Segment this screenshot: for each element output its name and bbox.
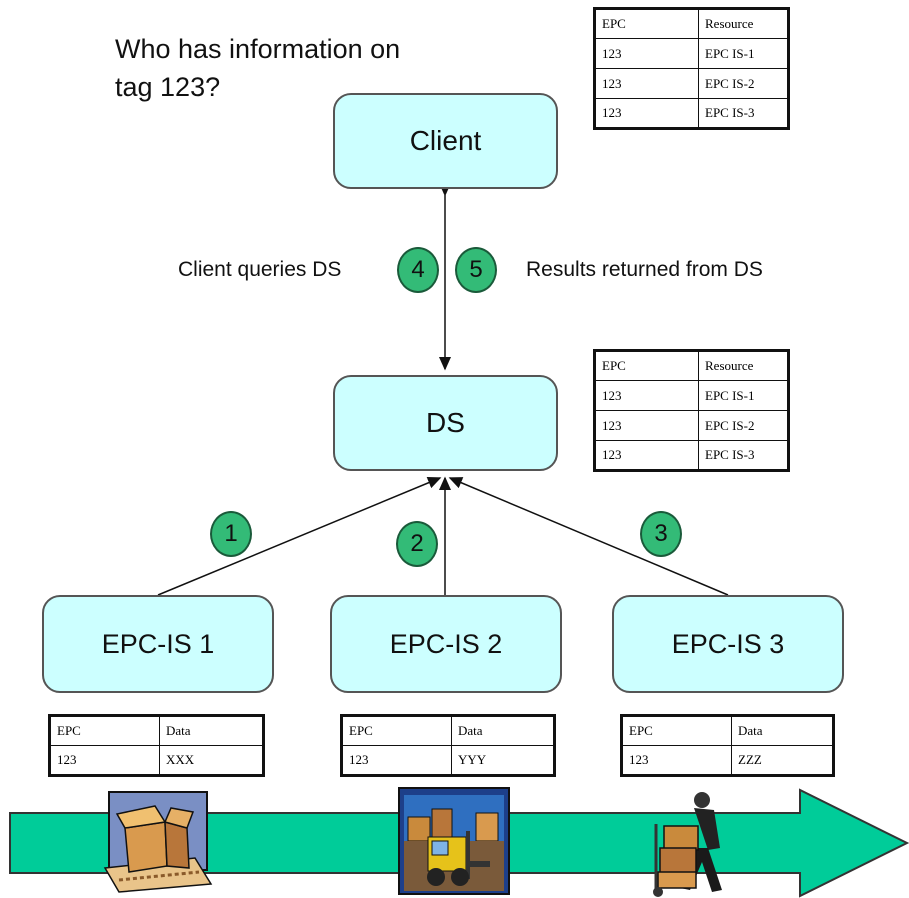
table-row: 123 EPC IS-1: [594, 380, 789, 411]
epc-is-1-node: EPC-IS 1: [42, 595, 274, 693]
table-header-cell: Data: [731, 715, 834, 746]
delivery-worker-icon: [653, 792, 722, 897]
table-row: 123 XXX: [49, 745, 264, 776]
table-header-cell: EPC: [594, 8, 699, 39]
table-header-row: EPC Resource: [594, 8, 789, 39]
table-row: 123 EPC IS-3: [594, 98, 789, 129]
step-5-badge: 5: [455, 247, 497, 293]
table-header-row: EPC Data: [49, 715, 264, 746]
epc3-ds-connector: [448, 477, 729, 596]
table-header-cell: EPC: [49, 715, 160, 746]
table-cell: EPC IS-3: [698, 98, 789, 129]
results-returned-label: Results returned from DS: [526, 258, 763, 281]
epc-is-3-node: EPC-IS 3: [612, 595, 844, 693]
table-header-cell: EPC: [594, 350, 699, 381]
step-1-badge: 1: [210, 511, 252, 557]
table-cell: ZZZ: [731, 745, 834, 776]
table-cell: 123: [594, 440, 699, 471]
table-cell: XXX: [159, 745, 264, 776]
ds-resource-table: EPC Resource 123 EPC IS-1 123 EPC IS-2 1…: [593, 349, 790, 472]
table-cell: YYY: [451, 745, 555, 776]
table-row: 123 ZZZ: [621, 745, 834, 776]
table-header-cell: Data: [159, 715, 264, 746]
table-cell: EPC IS-3: [698, 440, 789, 471]
ds-node: DS: [333, 375, 558, 471]
step-3-badge: 3: [640, 511, 682, 557]
table-header-row: EPC Data: [621, 715, 834, 746]
table-cell: 123: [621, 745, 732, 776]
epc-is-3-data-table: EPC Data 123 ZZZ: [620, 714, 835, 777]
epc-is-2-node: EPC-IS 2: [330, 595, 562, 693]
table-header-cell: Resource: [698, 350, 789, 381]
table-cell: 123: [341, 745, 452, 776]
table-cell: 123: [594, 380, 699, 411]
epc-is-2-data-table: EPC Data 123 YYY: [340, 714, 556, 777]
table-cell: 123: [594, 98, 699, 129]
table-row: 123 EPC IS-3: [594, 440, 789, 471]
table-cell: 123: [594, 38, 699, 69]
table-row: 123 EPC IS-2: [594, 410, 789, 441]
table-cell: 123: [49, 745, 160, 776]
package-icon: [103, 791, 213, 893]
step-4-badge: 4: [397, 247, 439, 293]
table-cell: EPC IS-1: [698, 380, 789, 411]
table-cell: EPC IS-2: [698, 68, 789, 99]
table-cell: EPC IS-2: [698, 410, 789, 441]
table-row: 123 YYY: [341, 745, 555, 776]
table-cell: 123: [594, 68, 699, 99]
table-header-cell: EPC: [621, 715, 732, 746]
forklift-warehouse-icon: [398, 787, 510, 895]
table-cell: 123: [594, 410, 699, 441]
client-queries-label: Client queries DS: [178, 258, 342, 281]
table-row: 123 EPC IS-1: [594, 38, 789, 69]
table-header-cell: Resource: [698, 8, 789, 39]
table-header-row: EPC Resource: [594, 350, 789, 381]
epc1-ds-connector: [157, 477, 442, 596]
question-text: Who has information on tag 123?: [115, 34, 401, 102]
table-header-cell: EPC: [341, 715, 452, 746]
epc-is-1-data-table: EPC Data 123 XXX: [48, 714, 265, 777]
table-header-cell: Data: [451, 715, 555, 746]
table-row: 123 EPC IS-2: [594, 68, 789, 99]
table-header-row: EPC Data: [341, 715, 555, 746]
step-2-badge: 2: [396, 521, 438, 567]
table-cell: EPC IS-1: [698, 38, 789, 69]
client-resource-table: EPC Resource 123 EPC IS-1 123 EPC IS-2 1…: [593, 7, 790, 130]
client-node: Client: [333, 93, 558, 189]
